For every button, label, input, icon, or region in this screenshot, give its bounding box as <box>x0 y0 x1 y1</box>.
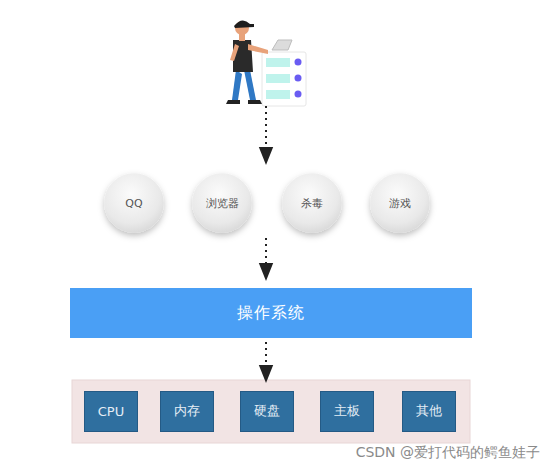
app-label: 游戏 <box>389 196 411 211</box>
hardware-box: 内存 <box>160 391 214 432</box>
flow-arrow <box>265 238 267 272</box>
app-circle: 游戏 <box>369 172 431 234</box>
flow-arrow <box>265 342 267 374</box>
app-label: 杀毒 <box>301 196 323 211</box>
hardware-box: 硬盘 <box>240 391 294 432</box>
flow-arrow <box>265 106 267 156</box>
app-circle: QQ <box>103 172 165 234</box>
app-label: 浏览器 <box>206 196 239 211</box>
hardware-box: 主板 <box>320 391 374 432</box>
os-label: 操作系统 <box>237 303 305 324</box>
app-circle: 杀毒 <box>281 172 343 234</box>
app-label: QQ <box>125 197 142 210</box>
person-illustration <box>226 20 306 106</box>
hardware-label: 硬盘 <box>254 402 280 420</box>
hardware-label: 主板 <box>334 402 360 420</box>
hardware-box: 其他 <box>402 391 456 432</box>
hardware-box: CPU <box>84 391 138 432</box>
app-circle: 浏览器 <box>191 172 253 234</box>
hardware-panel <box>72 380 470 443</box>
hardware-label: CPU <box>98 404 124 419</box>
os-bar: 操作系统 <box>70 288 472 338</box>
hardware-label: 内存 <box>174 402 200 420</box>
watermark: CSDN @爱打代码的鳄鱼娃子 <box>356 444 540 462</box>
hardware-label: 其他 <box>416 402 442 420</box>
